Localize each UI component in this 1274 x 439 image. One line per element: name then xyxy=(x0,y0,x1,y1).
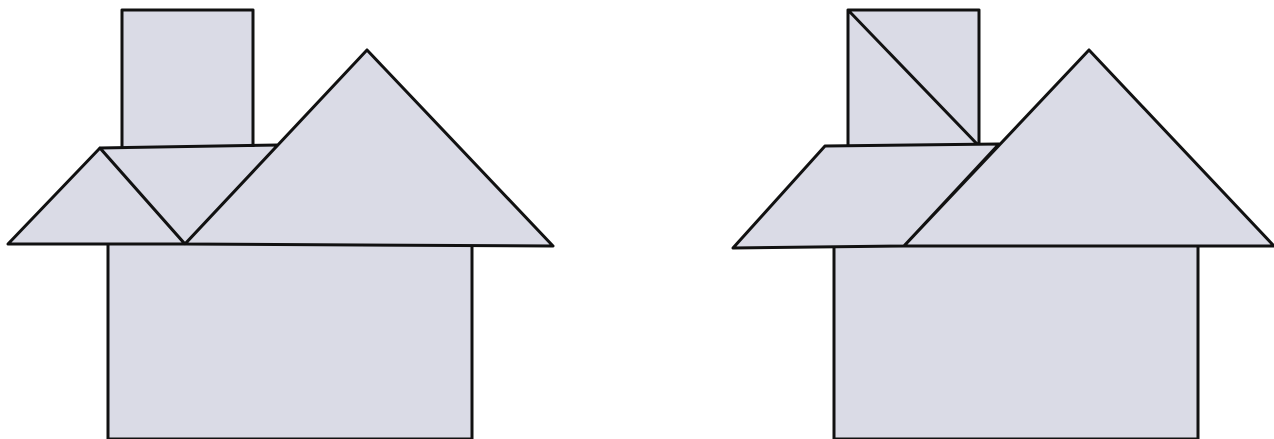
house-right xyxy=(733,10,1274,439)
house-right-body xyxy=(834,246,1198,439)
house-left-body xyxy=(108,244,472,439)
house-left xyxy=(8,10,553,439)
house-left-chimney xyxy=(122,10,253,148)
